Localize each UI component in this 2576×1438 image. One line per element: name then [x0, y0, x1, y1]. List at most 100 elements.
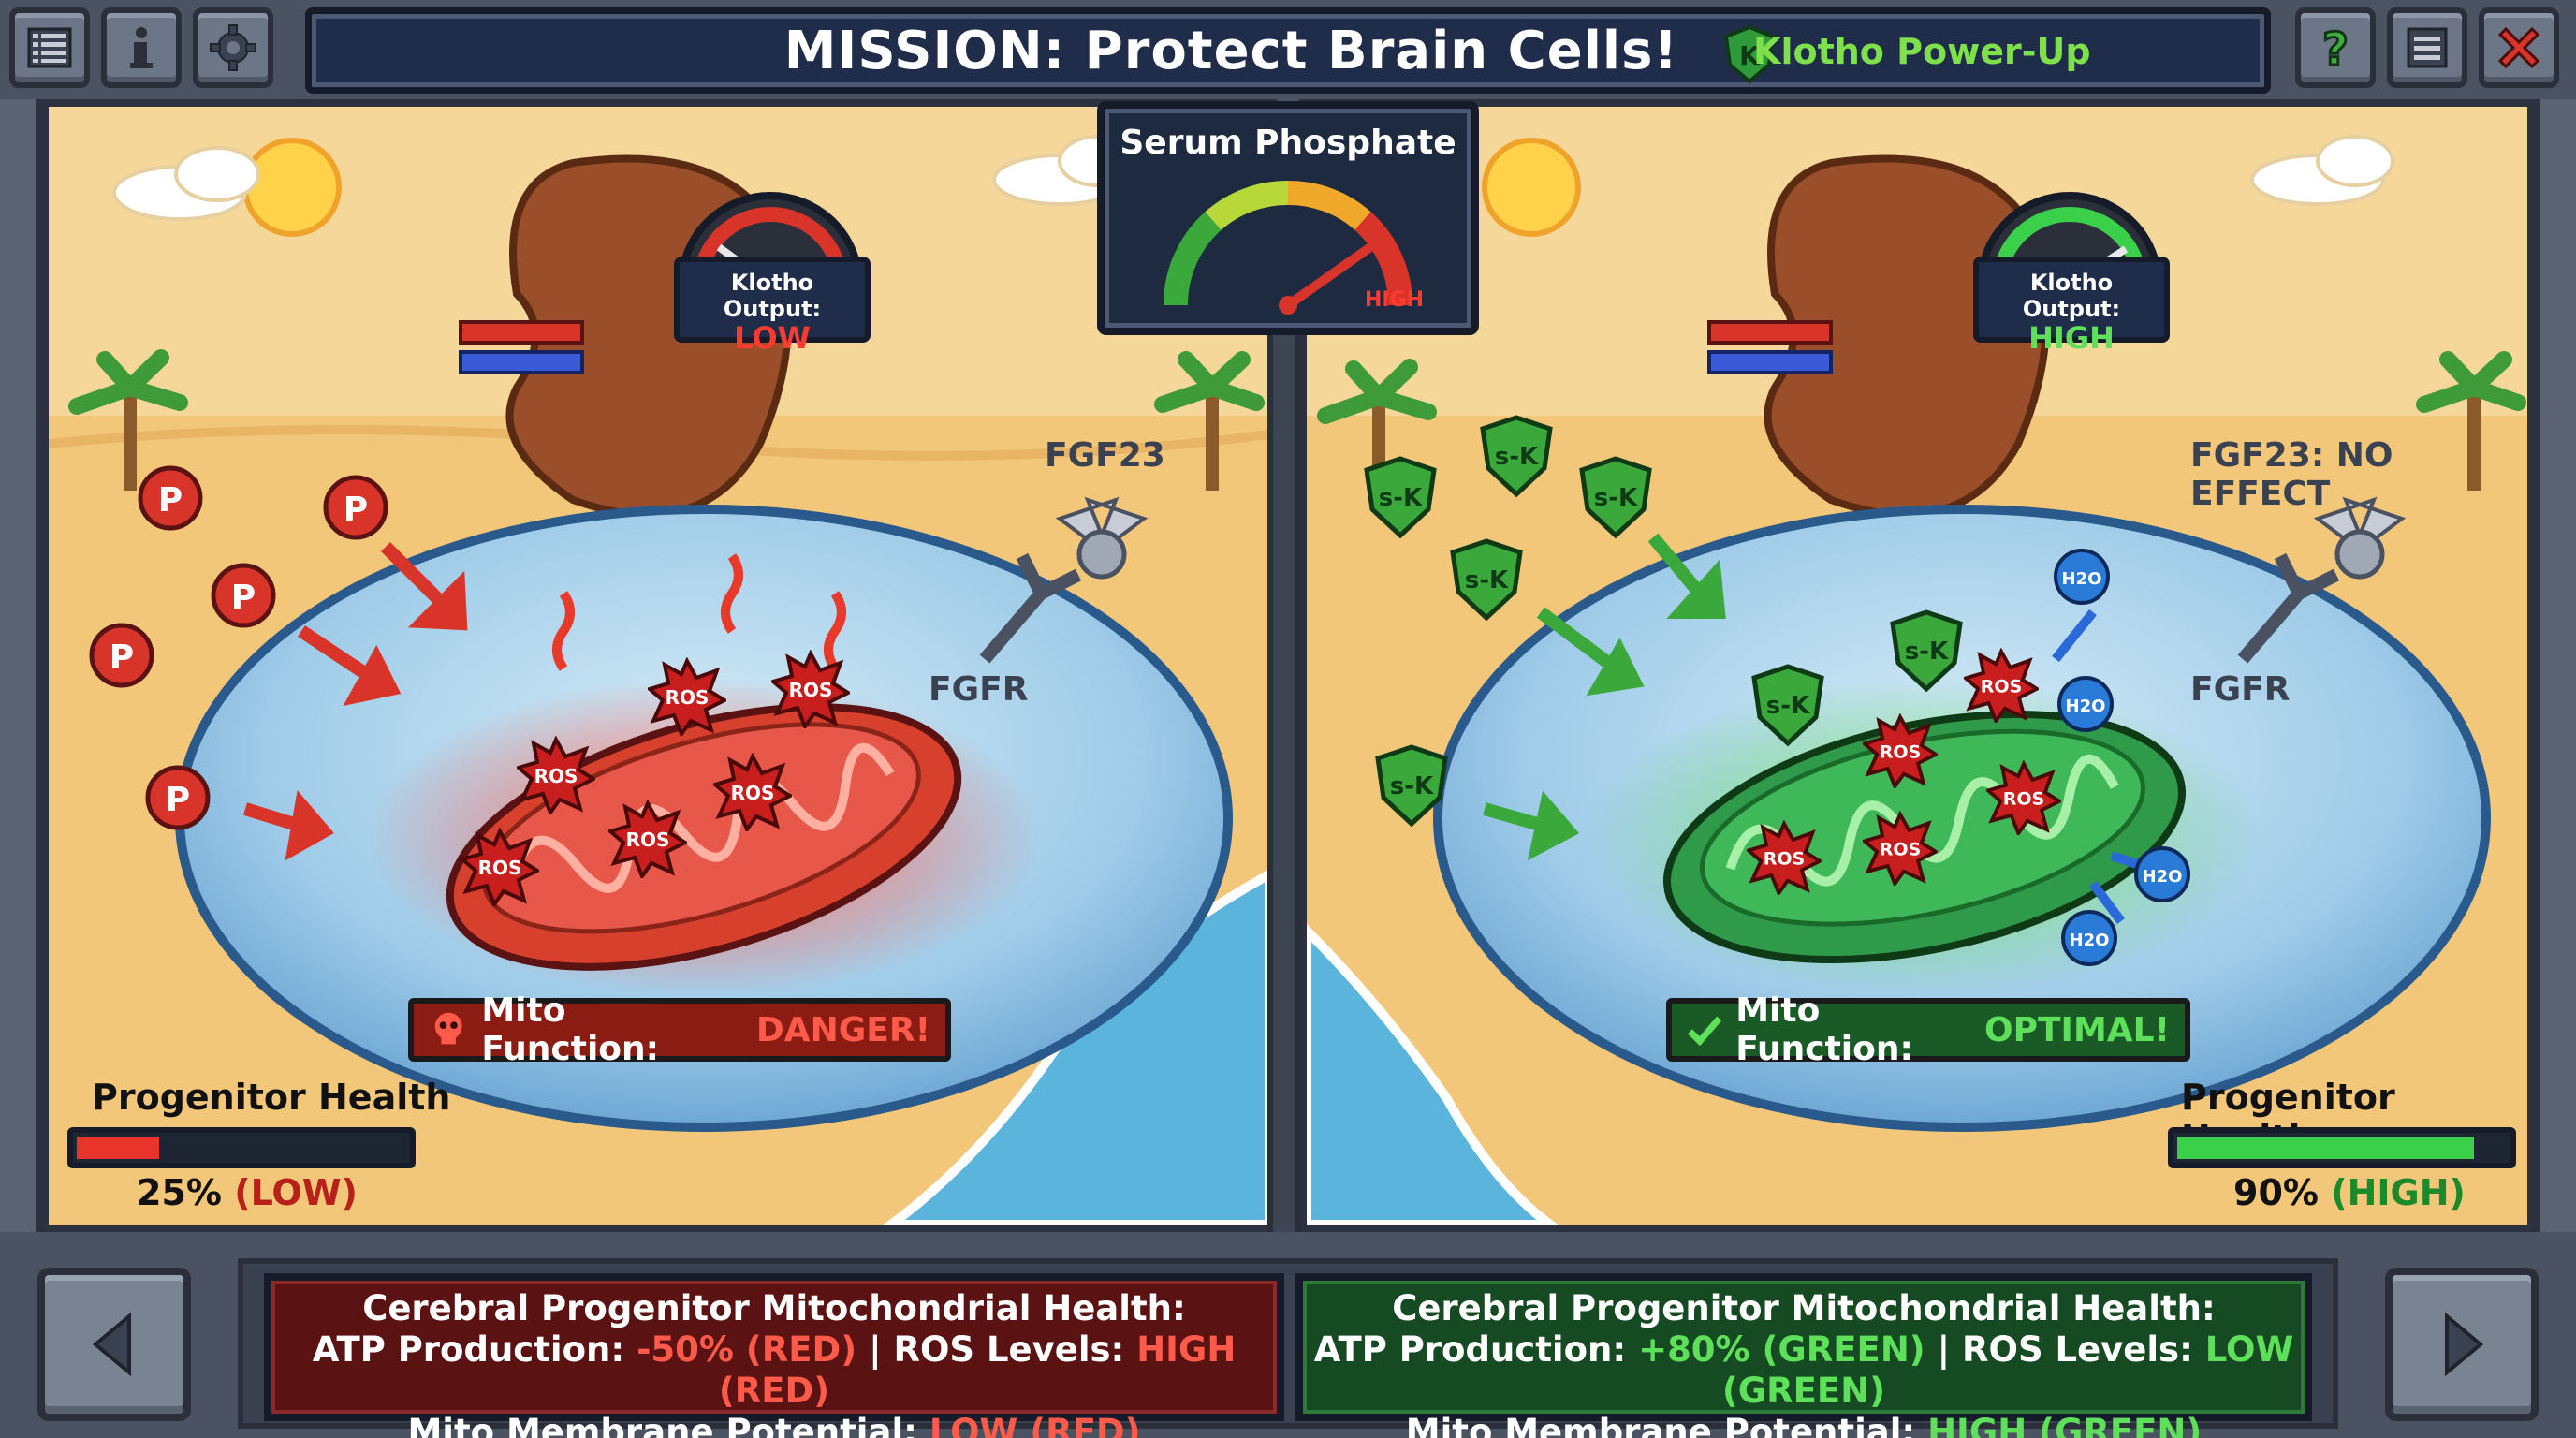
palm-tree-icon — [68, 349, 1265, 491]
ros-label: ROS — [1764, 849, 1806, 870]
sk-shield-icon: s-K — [1579, 456, 1652, 539]
phosphate-icon: P — [145, 765, 211, 830]
gear-icon — [210, 24, 256, 71]
phosphate-letter: P — [166, 781, 190, 819]
progenitor-health-label: Progenitor Health — [92, 1077, 451, 1118]
phosphate-letter: P — [110, 638, 134, 677]
skull-icon — [434, 1012, 462, 1045]
klotho-powerup-label[interactable]: Klotho Power-Up — [1753, 31, 2091, 72]
info-panel-high: Cerebral Progenitor Mitochondrial Health… — [1295, 1273, 2312, 1438]
sun-icon — [242, 138, 342, 237]
svg-text:?: ? — [2322, 23, 2349, 74]
info-heading: Cerebral Progenitor Mitochondrial Health… — [1392, 1288, 2216, 1328]
close-button[interactable] — [2479, 7, 2559, 88]
sk-label: s-K — [1905, 638, 1949, 666]
phosphate-icon: P — [211, 563, 276, 628]
water-molecule-icon: H2O — [2057, 676, 2114, 732]
phosphate-letter: P — [344, 491, 368, 529]
ros-levels-label: ROS Levels: — [1962, 1329, 2193, 1370]
fgfr-receptor-icon — [979, 552, 1082, 664]
mmp-value: LOW (RED) — [929, 1412, 1141, 1438]
ros-icon: ROS — [517, 736, 595, 814]
klotho-output-box: Klotho Output: LOW — [674, 257, 871, 354]
powerup-letter: K — [1739, 40, 1761, 71]
separator: | — [869, 1329, 882, 1370]
menu-button[interactable] — [2387, 7, 2467, 88]
phosphate-letter: P — [231, 579, 256, 617]
info-icon — [130, 27, 153, 68]
atp-label: ATP Production: — [1313, 1329, 1627, 1370]
serum-phosphate-sign: Serum Phosphate HIGH — [1097, 101, 1479, 335]
atp-value: +80% (GREEN) — [1638, 1329, 1925, 1370]
klotho-output-label: Klotho Output: — [2022, 270, 2121, 322]
progenitor-health-text: 90% (HIGH) — [2233, 1172, 2466, 1213]
sk-shield-icon: s-K — [1364, 456, 1437, 539]
ros-icon: ROS — [1863, 713, 1938, 788]
ros-icon: ROS — [608, 800, 687, 878]
water-molecule-icon: H2O — [2054, 549, 2110, 605]
klotho-output-label: Klotho Output: — [723, 270, 822, 322]
ocean-icon — [1307, 923, 1559, 1225]
fgfr-label: FGFR — [2190, 670, 2291, 709]
ros-icon: ROS — [1863, 811, 1938, 886]
left-scene — [49, 107, 1269, 1225]
sk-label: s-K — [1390, 772, 1434, 800]
ros-label: ROS — [1981, 677, 2023, 697]
serum-gauge — [1163, 180, 1413, 315]
ros-icon: ROS — [461, 828, 539, 906]
sun-icon — [1482, 138, 1581, 237]
mission-title-bar: MISSION: Protect Brain Cells! K Klotho P… — [305, 7, 2271, 94]
info-button[interactable] — [101, 7, 182, 88]
help-button[interactable]: ? — [2295, 7, 2376, 88]
water-label: H2O — [2066, 697, 2106, 716]
next-button[interactable] — [2385, 1268, 2539, 1421]
ros-label: ROS — [2003, 789, 2045, 810]
serum-phosphate-title: Serum Phosphate — [1120, 124, 1456, 162]
sign-pole — [1267, 333, 1301, 1232]
ros-icon: ROS — [1986, 760, 2061, 835]
water-label: H2O — [2143, 867, 2183, 887]
sk-label: s-K — [1465, 566, 1509, 594]
serum-level-label: HIGH — [1365, 288, 1425, 312]
ros-icon: ROS — [1964, 648, 2039, 723]
heat-wave-icon — [552, 553, 846, 671]
water-molecule-icon: H2O — [2061, 910, 2117, 966]
chevron-right-icon — [2445, 1312, 2484, 1377]
ros-label: ROS — [478, 857, 522, 879]
water-molecule-icon: H2O — [2134, 846, 2190, 902]
health-status: (HIGH) — [2331, 1172, 2466, 1213]
left-frame — [0, 99, 41, 1232]
info-mmp-line: Mito Membrane Potential: HIGH (GREEN) — [1303, 1412, 2305, 1438]
info-mmp-line: Mito Membrane Potential: LOW (RED) — [271, 1412, 1277, 1438]
ros-icon: ROS — [1747, 820, 1822, 895]
ros-label: ROS — [731, 782, 775, 804]
progenitor-health-bar — [2168, 1127, 2516, 1168]
ros-label: ROS — [534, 765, 578, 787]
right-scene — [1307, 107, 2527, 1225]
ros-icon: ROS — [771, 650, 850, 728]
list-button[interactable] — [9, 7, 90, 88]
atp-value: -50% (RED) — [637, 1329, 857, 1370]
health-percent: 90% — [2233, 1172, 2319, 1213]
klotho-shield-icon: K — [1723, 24, 1776, 84]
klotho-output-value: HIGH — [2028, 320, 2115, 356]
mmp-value: HIGH (GREEN) — [1927, 1412, 2203, 1438]
sk-shield-icon: s-K — [1890, 609, 1963, 693]
fgf23-label: FGF23: NO EFFECT — [2190, 436, 2393, 513]
fgfr-label: FGFR — [929, 670, 1029, 709]
prev-button[interactable] — [37, 1268, 191, 1421]
phosphate-icon: P — [89, 623, 154, 688]
vein-icon — [459, 350, 584, 374]
progenitor-health-fill — [77, 1137, 159, 1159]
ros-label: ROS — [626, 829, 670, 851]
artery-icon — [1707, 320, 1833, 345]
progenitor-health-bar — [67, 1127, 416, 1168]
left-panel-low-klotho: P P P P P ROS ROS ROS ROS ROS ROS Klotho… — [41, 99, 1277, 1232]
water-label: H2O — [2062, 569, 2102, 589]
health-percent: 25% — [137, 1172, 222, 1213]
sk-label: s-K — [1766, 692, 1810, 720]
settings-button[interactable] — [193, 7, 273, 88]
phosphate-letter: P — [158, 481, 183, 520]
serum-needle — [1285, 242, 1373, 310]
